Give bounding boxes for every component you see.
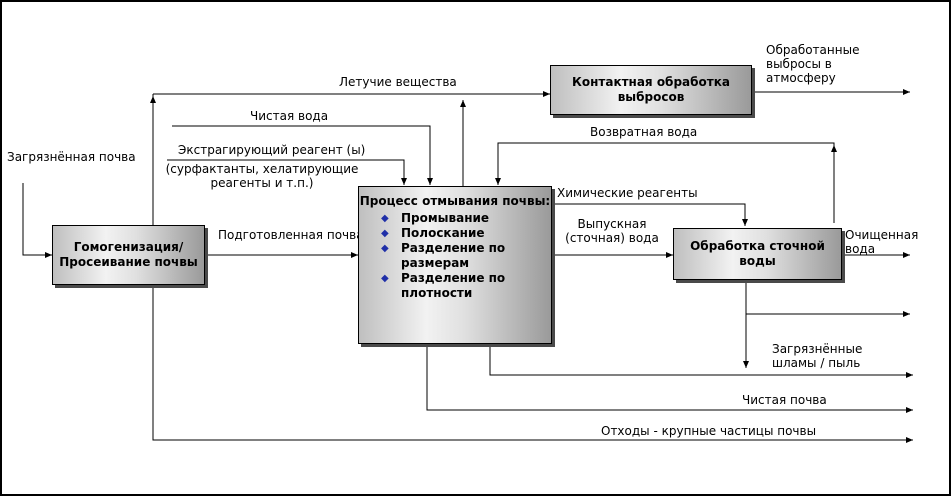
label-chemical-reagents: Химические реагенты <box>557 186 698 200</box>
label-contaminated-soil: Загрязнённая почва <box>7 150 136 164</box>
arrow-clean-soil <box>426 344 913 413</box>
arrow-contaminated-soil <box>22 183 52 258</box>
arrow-sludge <box>489 344 913 378</box>
box-soil-washing: Процесс отмывания почвы: ◆ Промывание ◆ По… <box>358 186 552 344</box>
diamond-bullet-icon: ◆ <box>381 213 389 224</box>
washing-step: ◆ Разделение по плотности <box>379 271 551 301</box>
diamond-bullet-icon: ◆ <box>381 243 389 254</box>
box-emission-treatment-label: Контактная обработка выбросов <box>572 75 730 104</box>
arrow-clean-water <box>172 125 433 185</box>
label-prepared-soil: Подготовленная почва <box>218 228 364 242</box>
washing-step-label: Разделение по размерам <box>401 241 506 270</box>
washing-steps-list: ◆ Промывание ◆ Полоскание ◆ Разделение по р… <box>359 211 551 301</box>
washing-step-label: Полоскание <box>401 226 485 240</box>
washing-step: ◆ Промывание <box>379 211 551 226</box>
arrow-waste-loop <box>152 94 913 443</box>
arrow-return-water <box>495 142 835 223</box>
label-return-water: Возвратная вода <box>590 125 698 139</box>
box-soil-washing-title: Процесс отмывания почвы: <box>359 194 551 208</box>
washing-step-label: Промывание <box>401 211 490 225</box>
diamond-bullet-icon: ◆ <box>381 228 389 239</box>
box-homogenization: Гомогенизация/ Просеивание почвы <box>52 225 205 285</box>
label-clean-water: Чистая вода <box>250 109 329 123</box>
label-reagent-examples: (сурфактанты, хелатирующие реагенты и т.… <box>165 162 359 190</box>
label-clean-soil: Чистая почва <box>742 393 827 407</box>
label-purified-water: Очищенная вода <box>845 228 919 256</box>
arrow-chem-reagents <box>552 203 748 226</box>
washing-step: ◆ Полоскание <box>379 226 551 241</box>
label-contaminated-sludge: Загрязнённые шламы / пыль <box>772 342 863 370</box>
label-waste-coarse: Отходы - крупные частицы почвы <box>601 424 817 438</box>
label-extracting-reagent: Экстрагирующий реагент (ы) <box>178 143 366 157</box>
box-emission-treatment: Контактная обработка выбросов <box>550 65 752 115</box>
washing-step-label: Разделение по плотности <box>401 271 506 300</box>
label-discharge-water: Выпускная (сточная) вода <box>565 217 659 245</box>
box-wastewater-treatment: Обработка сточной воды <box>673 228 842 280</box>
arrow-reagent <box>167 159 407 185</box>
diamond-bullet-icon: ◆ <box>381 273 389 284</box>
label-volatiles: Летучие вещества <box>339 75 457 89</box>
box-wastewater-treatment-label: Обработка сточной воды <box>690 239 825 268</box>
box-homogenization-label: Гомогенизация/ Просеивание почвы <box>59 240 198 269</box>
washing-step: ◆ Разделение по размерам <box>379 241 551 271</box>
label-treated-emissions: Обработанные выбросы в атмосферу <box>766 43 860 85</box>
